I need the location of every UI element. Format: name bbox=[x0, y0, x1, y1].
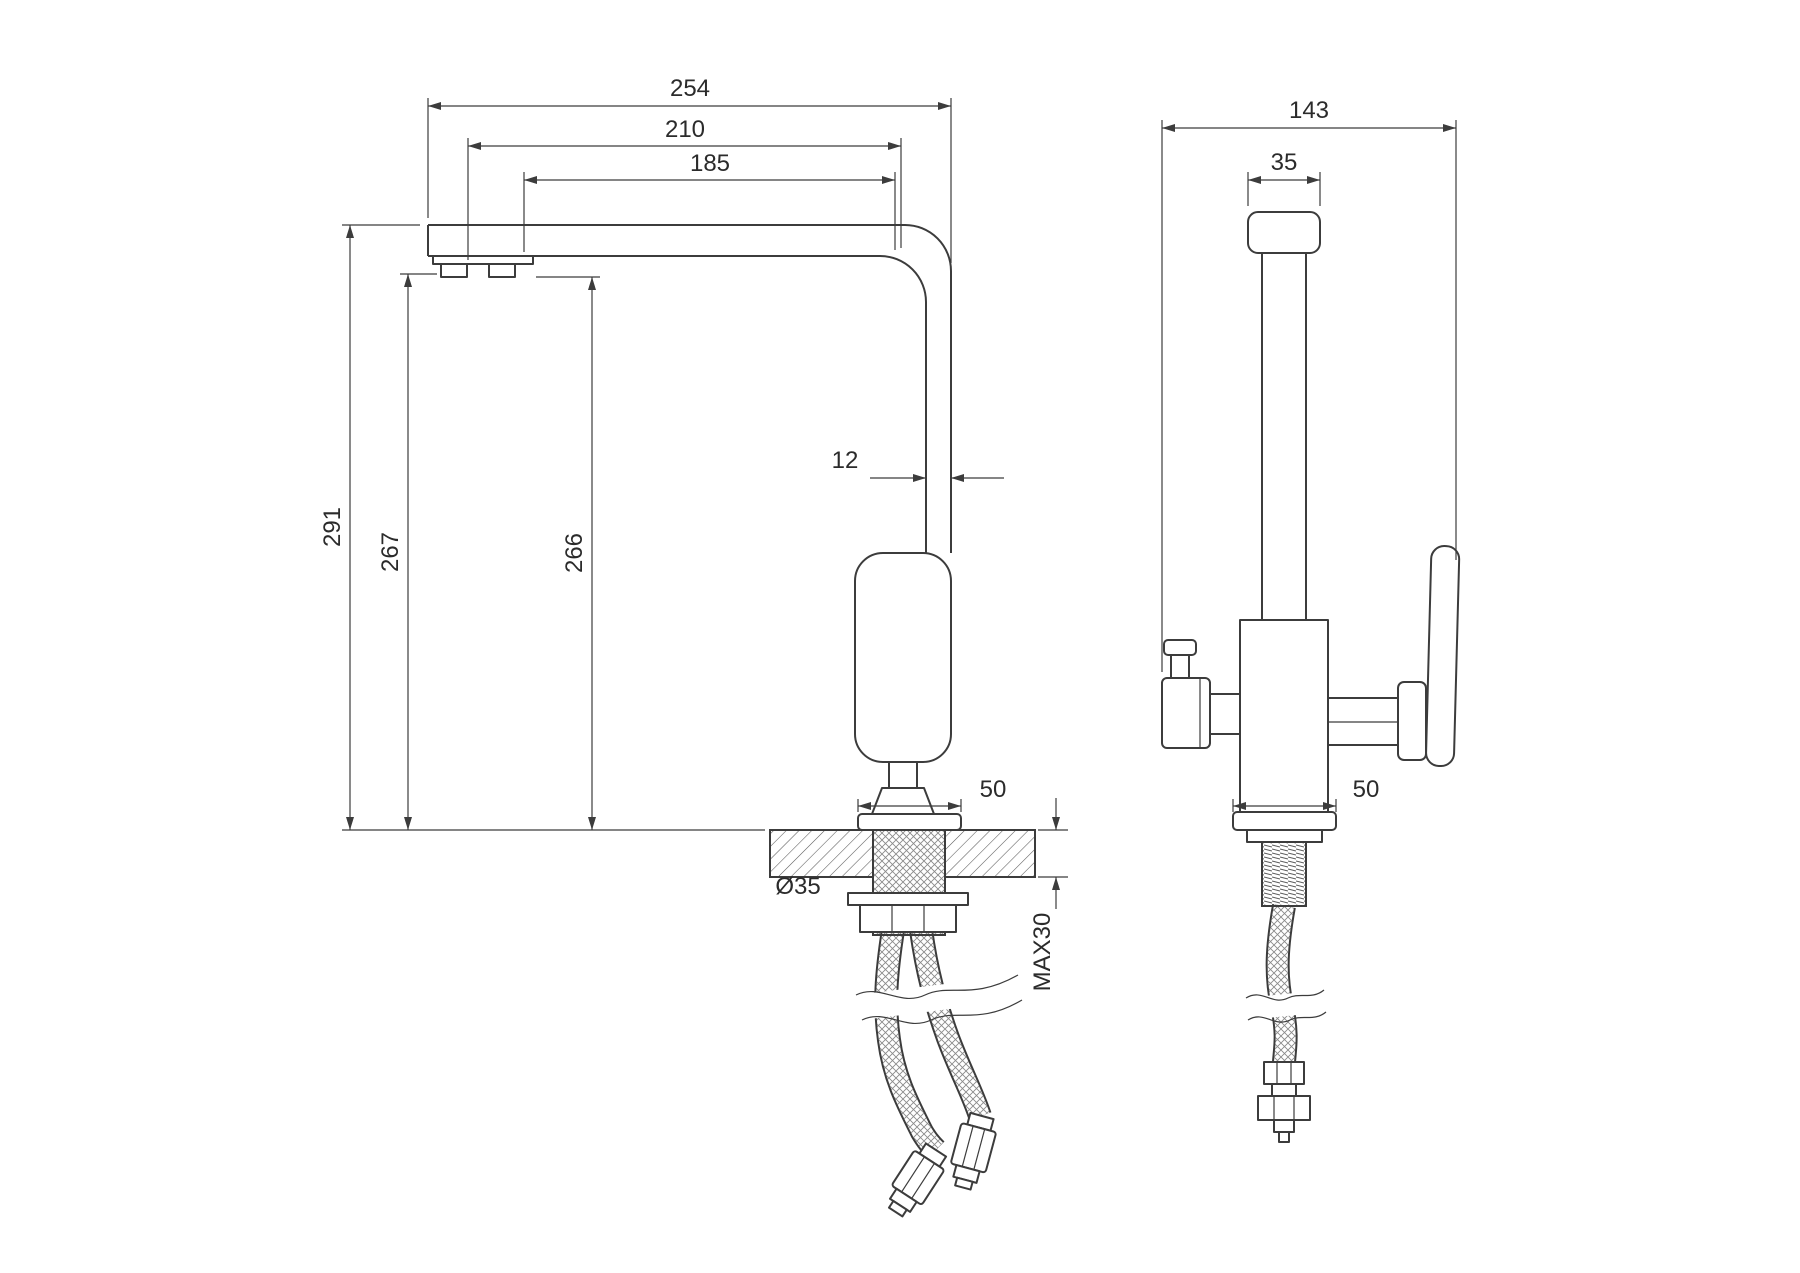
base-plate bbox=[1246, 829, 1323, 843]
aerator-plate bbox=[432, 255, 534, 265]
mixer-body-front bbox=[1239, 619, 1329, 813]
dim-12-label: 12 bbox=[832, 447, 859, 474]
base-taper bbox=[871, 787, 935, 815]
dim-210: 210 bbox=[467, 116, 902, 260]
threaded-shank-front bbox=[1261, 841, 1307, 907]
dim-267: 267 bbox=[377, 273, 437, 830]
spout bbox=[427, 224, 952, 553]
dim-143-label: 143 bbox=[1289, 97, 1329, 124]
faucet-body bbox=[854, 552, 962, 831]
hose-end-fitting bbox=[944, 1110, 1001, 1194]
filter-outlet-box bbox=[1161, 677, 1211, 749]
handle-pivot bbox=[1397, 681, 1427, 761]
mounting-shank bbox=[847, 829, 969, 936]
handle-lever bbox=[1425, 545, 1461, 768]
braided-hose-texture bbox=[911, 928, 990, 1120]
aerator-outlet bbox=[440, 263, 468, 278]
front-view: 143 35 50 bbox=[1161, 97, 1461, 1143]
valve-knob-cap bbox=[1163, 639, 1197, 656]
compression-fitting bbox=[1257, 1061, 1311, 1143]
side-view-dimensions: 254 210 185 291 bbox=[319, 75, 1068, 991]
supply-hose-front bbox=[1245, 903, 1327, 1143]
dim-254-label: 254 bbox=[670, 75, 710, 102]
dim-267-label: 267 bbox=[377, 532, 404, 572]
valve-knob-stem bbox=[1170, 654, 1190, 679]
dim-185-label: 185 bbox=[690, 150, 730, 177]
mixer-body bbox=[854, 552, 952, 763]
dim-35: 35 bbox=[1247, 149, 1321, 206]
dim-12: 12 bbox=[832, 447, 1004, 482]
dim-266-label: 266 bbox=[561, 533, 588, 573]
dim-hole-label: Ø35 bbox=[775, 873, 820, 900]
outlet-connector bbox=[1209, 693, 1241, 735]
dim-50-front-label: 50 bbox=[1353, 776, 1380, 803]
side-view: 254 210 185 291 bbox=[319, 75, 1068, 1223]
dim-max30-label: MAX30 bbox=[1029, 913, 1056, 992]
supply-hoses bbox=[855, 928, 1023, 1223]
dim-50-side: 50 bbox=[857, 776, 1007, 812]
dim-210-label: 210 bbox=[665, 116, 705, 143]
mounting-washer bbox=[847, 892, 969, 906]
counter-section bbox=[769, 829, 1036, 878]
dim-291: 291 bbox=[319, 224, 765, 831]
faucet-front-body bbox=[1161, 211, 1461, 907]
dim-hole-diameter: Ø35 bbox=[775, 873, 820, 900]
braided-hose-texture bbox=[1267, 904, 1296, 1063]
hose-break-symbol bbox=[1245, 989, 1327, 1023]
dim-max30: MAX30 bbox=[1029, 798, 1068, 991]
dim-254: 254 bbox=[427, 75, 952, 263]
base-flange bbox=[857, 813, 962, 831]
dim-291-label: 291 bbox=[319, 507, 346, 547]
hose-end-fitting bbox=[879, 1139, 953, 1223]
mounting-nut bbox=[859, 904, 957, 933]
dim-266: 266 bbox=[536, 276, 600, 830]
dim-50-side-label: 50 bbox=[980, 776, 1007, 803]
dim-35-label: 35 bbox=[1271, 149, 1298, 176]
hose-break-symbol bbox=[855, 974, 1023, 1025]
dim-143: 143 bbox=[1161, 97, 1457, 672]
filter-outlet bbox=[488, 263, 516, 278]
braided-hose-texture bbox=[876, 928, 944, 1158]
body-neck bbox=[888, 761, 918, 789]
dim-50-front: 50 bbox=[1232, 776, 1380, 812]
front-view-dimensions: 143 35 50 bbox=[1161, 97, 1457, 812]
top-cap bbox=[1247, 211, 1321, 254]
dim-185: 185 bbox=[523, 150, 896, 252]
base-flange-front bbox=[1232, 811, 1337, 831]
